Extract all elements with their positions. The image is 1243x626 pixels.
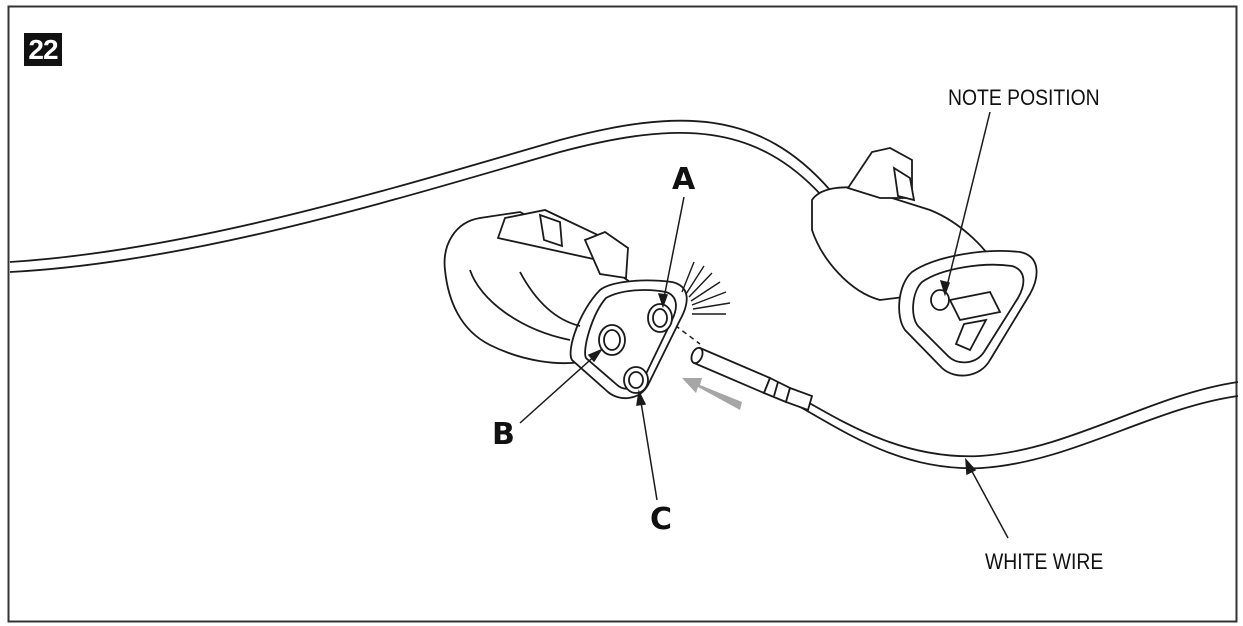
insertion-arrow — [682, 378, 742, 410]
note-position-label: NOTE POSITION — [948, 85, 1100, 110]
right-connector — [811, 147, 1038, 377]
step-number-badge: 22 — [24, 33, 62, 66]
callout-label-b: B — [492, 417, 515, 452]
terminal-pin — [690, 346, 814, 412]
harness-wire — [9, 119, 831, 273]
callout-label-a: A — [672, 162, 696, 197]
leader-lines — [519, 111, 1009, 539]
highlight-rays — [681, 261, 731, 315]
white-wire — [789, 381, 1239, 470]
cavity-c — [623, 366, 649, 394]
cavity-b — [598, 324, 626, 356]
callout-label-c: C — [650, 502, 673, 537]
figure-border — [7, 5, 1238, 623]
alignment-dash-line — [667, 319, 701, 345]
white-wire-label: WHITE WIRE — [985, 549, 1104, 574]
left-connector — [443, 209, 688, 400]
cavity-a — [647, 303, 673, 333]
